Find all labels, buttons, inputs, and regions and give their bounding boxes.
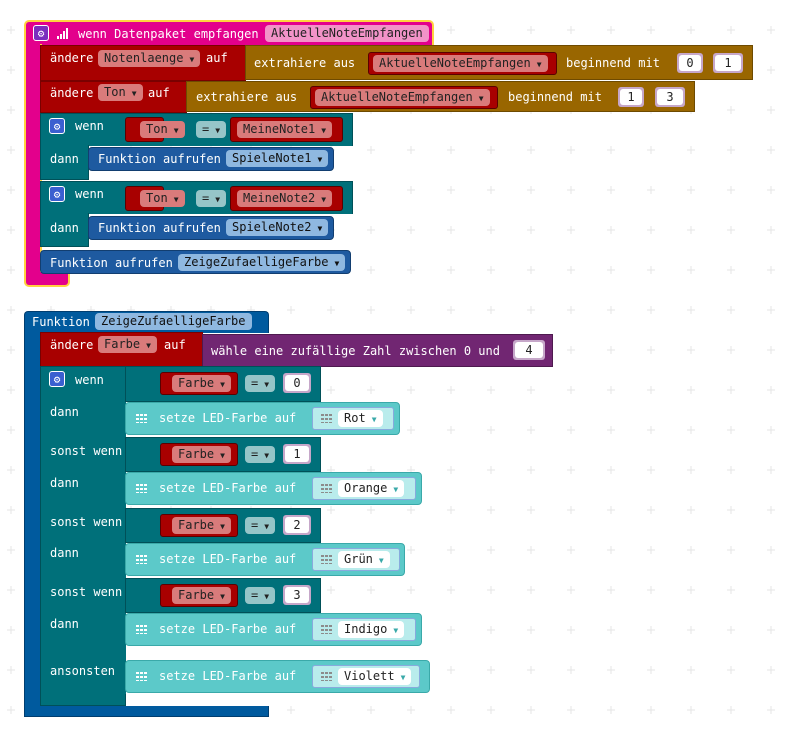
compare-value-input[interactable]: 2 [283,515,311,535]
extract-label: extrahiere aus [254,56,356,70]
var-dropdown-ton[interactable]: Ton▼ [140,121,185,138]
gear-icon[interactable]: ⚙ [49,186,65,202]
var-dropdown-notenlaenge[interactable]: Notenlaenge▼ [98,50,201,67]
then-label: dann [50,546,79,560]
gear-icon[interactable]: ⚙ [49,371,65,387]
compare-value-input[interactable]: 1 [283,444,311,464]
var-dropdown-farbe[interactable]: Farbe▼ [172,375,231,392]
function-dropdown[interactable]: ZeigeZufaelligeFarbe▼ [178,254,346,271]
var-dropdown-farbe[interactable]: Farbe▼ [98,336,157,353]
color-dropdown[interactable]: Orange▼ [338,480,405,497]
var-dropdown-ton[interactable]: Ton▼ [98,84,143,101]
then-label: dann [50,476,79,490]
set-led-label: setze LED-Farbe auf [159,552,297,566]
var-dropdown-ton[interactable]: Ton▼ [140,190,185,207]
elseif-label: sonst wenn [50,585,123,599]
call-label: Funktion aufrufen [50,256,173,270]
color-dropdown[interactable]: Violett▼ [338,668,412,685]
compare-value-input[interactable]: 0 [283,373,311,393]
var-dropdown-meinenote2[interactable]: MeineNote2▼ [237,190,333,207]
gear-icon[interactable]: ⚙ [33,25,49,41]
led-grid-icon [136,672,147,681]
led-grid-icon [136,414,147,423]
call-label: Funktion aufrufen [98,221,221,235]
start-input[interactable]: 0 [677,53,703,73]
operator-dropdown[interactable]: =▼ [245,517,276,534]
function-dropdown[interactable]: SpieleNote2▼ [226,219,329,236]
var-dropdown-meinenote1[interactable]: MeineNote1▼ [237,121,333,138]
length-input[interactable]: 3 [655,87,685,107]
signal-icon [57,28,68,39]
led-grid-icon [321,555,332,564]
random-number-block[interactable] [202,334,553,367]
set-led-label: setze LED-Farbe auf [159,622,297,636]
var-dropdown-source[interactable]: AktuelleNoteEmpfangen▼ [373,55,548,72]
led-grid-icon [321,484,332,493]
operator-dropdown[interactable]: =▼ [245,446,276,463]
then-label: dann [50,152,79,166]
var-dropdown-farbe[interactable]: Farbe▼ [172,587,231,604]
function-label: Funktion [32,315,90,329]
param-received-note[interactable]: AktuelleNoteEmpfangen [265,25,429,42]
led-grid-icon [321,625,332,634]
function-dropdown[interactable]: SpieleNote1▼ [226,150,329,167]
function-name-field[interactable]: ZeigeZufaelligeFarbe [95,313,252,330]
operator-dropdown[interactable]: =▼ [245,587,276,604]
gear-icon[interactable]: ⚙ [49,118,65,134]
start-label: beginnend mit [566,56,660,70]
set-label: ändere [50,86,94,100]
set-led-label: setze LED-Farbe auf [159,481,297,495]
color-dropdown[interactable]: Indigo▼ [338,621,405,638]
set-led-label: setze LED-Farbe auf [159,669,297,683]
random-label: wähle eine zufällige Zahl zwischen 0 und [211,344,500,358]
if-label: wenn [75,187,104,201]
set-label: ändere [50,51,94,65]
if-label: wenn [75,119,104,133]
extract-label: extrahiere aus [196,90,298,104]
led-grid-icon [136,625,147,634]
set-led-label: setze LED-Farbe auf [159,411,297,425]
elseif-label: sonst wenn [50,515,123,529]
operator-dropdown[interactable]: =▼ [245,375,276,392]
color-dropdown[interactable]: Grün▼ [338,551,390,568]
elseif-label: sonst wenn [50,444,123,458]
color-dropdown[interactable]: Rot▼ [338,410,383,427]
else-label: ansonsten [50,664,116,678]
start-label: beginnend mit [508,90,602,104]
to-label: auf [148,86,170,100]
then-label: dann [50,405,79,419]
led-grid-icon [321,414,332,423]
to-label: auf [164,338,186,352]
led-grid-icon [136,484,147,493]
operator-dropdown[interactable]: =▼ [196,121,227,138]
to-label: auf [206,51,228,65]
var-dropdown-farbe[interactable]: Farbe▼ [172,517,231,534]
start-input[interactable]: 1 [618,87,644,107]
then-label: dann [50,221,79,235]
set-label: ändere [50,338,94,352]
led-grid-icon [321,672,332,681]
call-label: Funktion aufrufen [98,152,221,166]
var-dropdown-farbe[interactable]: Farbe▼ [172,446,231,463]
event-label: wenn Datenpaket empfangen [78,27,259,41]
random-max-input[interactable]: 4 [513,340,545,360]
led-grid-icon [136,555,147,564]
then-label: dann [50,617,79,631]
compare-value-input[interactable]: 3 [283,585,311,605]
var-dropdown-source[interactable]: AktuelleNoteEmpfangen▼ [315,89,490,106]
if-label: wenn [75,373,104,387]
operator-dropdown[interactable]: =▼ [196,190,227,207]
length-input[interactable]: 1 [713,53,743,73]
